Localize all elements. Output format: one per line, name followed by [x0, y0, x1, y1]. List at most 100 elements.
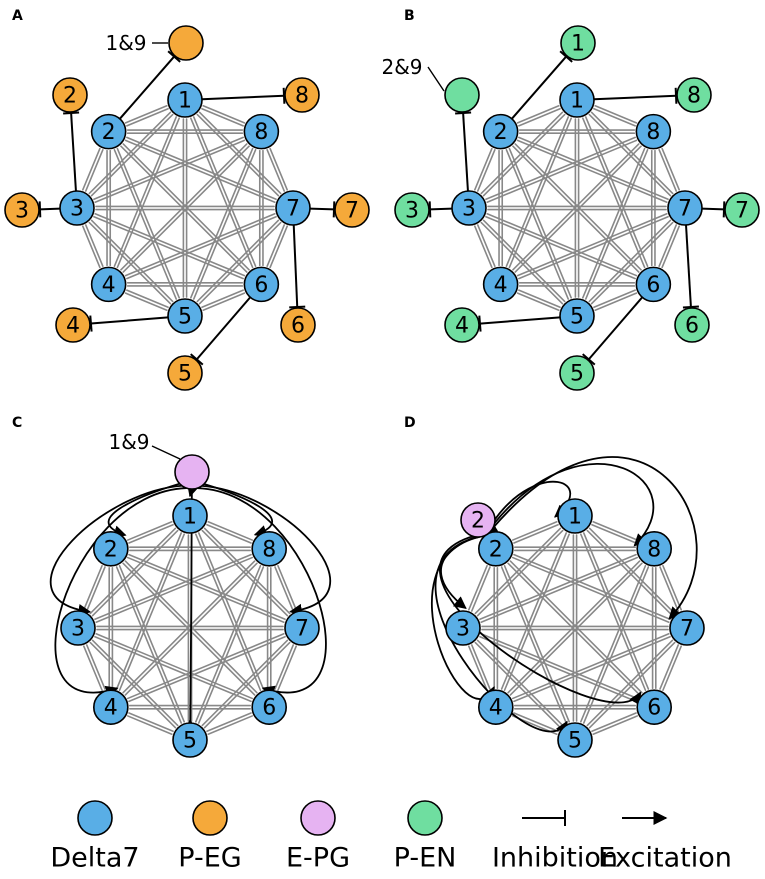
mesh-edge — [266, 148, 286, 192]
mesh-edge — [480, 556, 639, 624]
mesh-edge — [192, 148, 257, 300]
inhibition-edge — [63, 111, 80, 192]
mesh-edge — [513, 553, 671, 621]
mesh-edge — [511, 556, 670, 624]
mesh-edge — [82, 564, 103, 611]
legend-item-inhibition: Inhibition — [492, 810, 618, 874]
mesh-edge — [194, 533, 262, 692]
pen-node-1: 1 — [560, 25, 596, 61]
delta7-node-2: 2 — [93, 531, 129, 567]
mesh-edge — [89, 641, 177, 729]
mesh-edge — [659, 566, 680, 612]
delta7-node-6: 6 — [636, 689, 672, 725]
mesh-edge — [118, 564, 186, 723]
inhibition-edge — [593, 87, 678, 104]
mesh-edge — [81, 225, 101, 269]
mesh-edge — [198, 111, 282, 195]
panel-letter: C — [12, 415, 22, 431]
epg-swatch — [300, 800, 336, 836]
pen-node-4-label: 4 — [455, 314, 469, 339]
mesh-edge — [588, 219, 672, 303]
delta7-node-8: 8 — [636, 531, 672, 567]
mesh-edge — [513, 635, 671, 703]
mesh-edge — [514, 145, 642, 273]
mesh-edge — [508, 147, 573, 299]
mesh-edge — [126, 715, 173, 736]
mesh-edge — [115, 566, 183, 724]
peg-node-7: 7 — [334, 192, 370, 228]
pen-node-7-label: 7 — [735, 199, 749, 224]
mesh-edge — [588, 113, 672, 197]
excitation-edge — [439, 531, 642, 706]
mesh-edge — [662, 564, 683, 611]
delta7-node-7: 7 — [667, 190, 703, 226]
delta7-node-4-label: 4 — [104, 696, 118, 721]
mesh-edge — [277, 564, 298, 611]
mesh-edge — [84, 148, 104, 192]
mesh-edge — [85, 644, 106, 690]
mesh-edge — [85, 566, 106, 612]
legend-item-epg: E-PG — [286, 800, 350, 874]
mesh-edge — [579, 533, 647, 692]
delta7-node-8-label: 8 — [262, 537, 276, 562]
mesh-edge — [474, 641, 562, 729]
mesh-edge — [196, 219, 280, 303]
delta7-node-5: 5 — [559, 298, 595, 334]
mesh-edge — [269, 147, 289, 191]
external-node-label: 1&9 — [105, 31, 168, 55]
delta7-node-2: 2 — [478, 531, 514, 567]
mesh-edge — [588, 527, 676, 615]
mesh-edge — [593, 289, 637, 309]
mesh-edge — [82, 645, 103, 692]
mesh-edge — [94, 635, 252, 703]
mesh-edge — [201, 639, 289, 727]
mesh-edge — [507, 560, 641, 694]
panel-letter: A — [12, 8, 23, 24]
delta7-node-4-label: 4 — [494, 273, 508, 298]
delta7-node-4: 4 — [90, 266, 127, 303]
mesh-edge — [485, 136, 637, 201]
legend-item-delta7: Delta7 — [50, 800, 140, 874]
inhibition-edge — [119, 50, 181, 120]
mesh-edge — [586, 639, 674, 727]
delta7-node-8: 8 — [251, 531, 287, 567]
mesh-edge — [473, 147, 493, 191]
mesh-edge — [661, 225, 681, 269]
peg-node-3: 3 — [4, 192, 40, 228]
mesh-edge — [128, 523, 174, 544]
mesh-edge — [128, 553, 286, 621]
delta7-node-3: 3 — [451, 190, 487, 226]
panels: A1234567823456781&9B1234567813456782&9C1… — [4, 8, 760, 758]
legend-label: E-PG — [286, 843, 350, 874]
mesh-edge — [90, 219, 174, 303]
inhibition-edge — [701, 201, 726, 218]
mesh-edge — [516, 139, 668, 204]
mutual-inhibition-mesh — [467, 520, 683, 736]
legend-label: Inhibition — [492, 843, 618, 874]
delta7-swatch — [77, 800, 113, 836]
excitation-edge — [440, 536, 476, 609]
peg-node-5-label: 5 — [178, 362, 192, 387]
delta7-node-8-label: 8 — [646, 120, 660, 145]
mesh-edge — [479, 635, 637, 703]
excitation-edge — [430, 536, 495, 701]
panel-letter: D — [404, 415, 416, 431]
mesh-edge — [122, 145, 250, 273]
delta7-node-4-label: 4 — [489, 696, 503, 721]
mesh-edge — [192, 116, 257, 268]
delta7-node-4: 4 — [93, 689, 129, 725]
delta7-node-5: 5 — [167, 298, 203, 334]
mesh-edge — [90, 113, 174, 197]
mesh-edge — [590, 221, 674, 305]
mesh-edge — [277, 645, 298, 692]
delta7-node-3-label: 3 — [456, 617, 470, 642]
delta7-node-5-label: 5 — [183, 729, 197, 754]
delta7-node-8-label: 8 — [254, 120, 268, 145]
mesh-edge — [125, 289, 169, 309]
delta7-node-7-label: 7 — [678, 197, 692, 222]
external-label-text: 1&9 — [105, 31, 146, 55]
legend-label: Excitation — [598, 843, 732, 874]
excitation-edge — [54, 487, 187, 698]
